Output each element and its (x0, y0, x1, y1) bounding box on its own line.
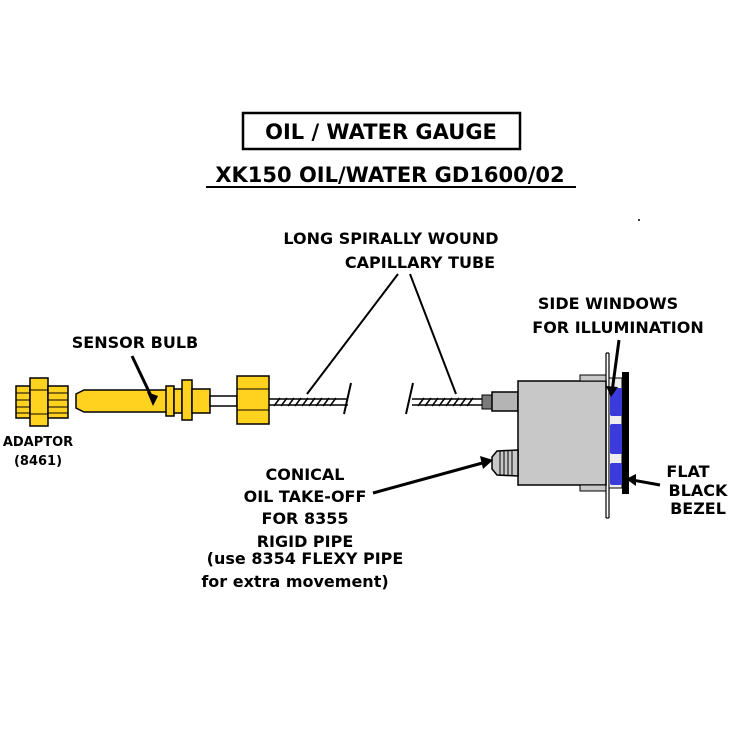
conical-label-line5: (use 8354 FLEXY PIPE (207, 549, 404, 568)
conical-arrowhead (480, 456, 493, 469)
side-window-bottom (610, 463, 622, 485)
capillary-leader-right (409, 273, 457, 395)
adaptor (15, 377, 69, 427)
side-windows (610, 388, 622, 485)
bezel-label-line1: FLAT (666, 462, 709, 481)
adaptor-label-line1: ADAPTOR (3, 435, 73, 450)
side-windows-leader (610, 339, 621, 393)
conical-label-line3: FOR 8355 (262, 509, 349, 528)
sensor-bulb (75, 379, 238, 421)
page-title: OIL / WATER GAUGE (265, 120, 497, 144)
capillary-label-line1: LONG SPIRALLY WOUND (283, 229, 498, 248)
conical-label-line1: CONICAL (265, 465, 344, 484)
conical-label-line2: OIL TAKE-OFF (244, 487, 367, 506)
side-windows-arrowhead (606, 386, 618, 397)
sensor-bulb-label: SENSOR BULB (72, 333, 198, 352)
gauge-body (517, 352, 623, 519)
subtitle-group: XK150 OIL/WATER GD1600/02 (206, 163, 576, 188)
adaptor-label-line2: (8461) (14, 454, 62, 469)
bezel-label-line3: BEZEL (670, 499, 726, 518)
capillary-tube-right (405, 382, 519, 415)
flat-black-bezel (622, 372, 629, 494)
conical-label-line6: for extra movement) (201, 572, 388, 591)
title-box: OIL / WATER GAUGE (241, 111, 522, 151)
capillary-label-line2: CAPILLARY TUBE (345, 253, 495, 272)
capillary-leader-left (306, 273, 399, 395)
conical-oil-takeoff (491, 449, 519, 477)
bezel-arrowhead (626, 474, 636, 486)
side-windows-label-line1: SIDE WINDOWS (538, 294, 678, 313)
capillary-nut (236, 375, 270, 425)
conical-leader (372, 460, 487, 495)
bezel-label-line2: BLACK (669, 481, 729, 500)
side-window-middle (610, 424, 622, 454)
side-windows-label-line2: FOR ILLUMINATION (532, 318, 703, 337)
sensor-bulb-leader (130, 355, 154, 399)
bezel-leader (631, 478, 661, 487)
side-window-top (610, 388, 622, 416)
conical-label-line4: RIGID PIPE (257, 532, 354, 551)
page-subtitle: XK150 OIL/WATER GD1600/02 (215, 163, 564, 187)
stray-dot (638, 219, 640, 221)
sensor-bulb-arrowhead (147, 392, 158, 406)
capillary-tube-left (269, 382, 352, 415)
